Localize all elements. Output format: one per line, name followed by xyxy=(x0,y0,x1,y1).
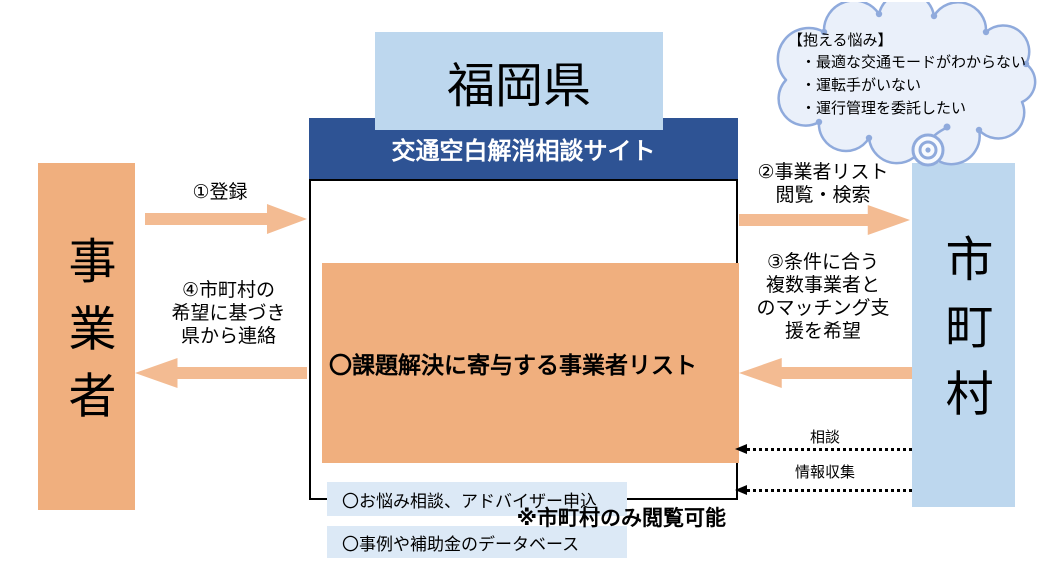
municipality-label: 市町村 xyxy=(937,234,991,436)
business-operator-label: 事業者 xyxy=(60,235,114,438)
flow2-browse-search-label: ②事業者リスト 閲覧・検索 xyxy=(757,162,889,206)
flow2-right-arrow-icon xyxy=(739,205,910,235)
advisor-application-row: 〇お悩み相談、アドバイザー申込 xyxy=(327,482,627,516)
municipality-box: 市町村 xyxy=(912,163,1015,507)
cloud-junction-dots-icon xyxy=(815,10,1030,142)
consultation-site-box: 交通空白解消相談サイト 〇課題解決に寄与する事業者リスト 〇お悩み相談、アドバイ… xyxy=(309,118,739,558)
flow1-right-arrow-icon xyxy=(145,204,307,234)
operator-list-label: 〇課題解決に寄与する事業者リスト xyxy=(329,352,697,378)
flow3-matching-request-label: ③条件に合う 複数事業者と のマッチング支 援を希望 xyxy=(756,252,890,342)
cloud-concerns-text: 【抱える悩み】 ・最適な交通モードがわからない ・運転手がいない ・運行管理を委… xyxy=(788,31,1034,120)
thought-cloud-icon xyxy=(776,2,1037,167)
site-body: 〇課題解決に寄与する事業者リスト 〇お悩み相談、アドバイザー申込 〇事例や補助金… xyxy=(309,179,739,558)
flow1-registration-label: ①登録 xyxy=(192,182,248,203)
left-arrowhead-icon xyxy=(735,485,747,495)
business-operator-box: 事業者 xyxy=(38,163,135,510)
information-gathering-label: 情報収集 xyxy=(794,464,855,481)
flow4-left-arrow-icon xyxy=(135,358,307,388)
flow4-prefecture-contact-label: ④市町村の 希望に基づき 県から連絡 xyxy=(171,280,286,347)
case-subsidy-database-row: 〇事例や補助金のデータベース xyxy=(327,526,627,558)
information-gathering-dotted-arrow-icon xyxy=(735,485,912,495)
cloud-title: 【抱える悩み】 xyxy=(788,32,893,49)
advisor-application-label: 〇お悩み相談、アドバイザー申込 xyxy=(342,491,597,511)
case-subsidy-database-label: 〇事例や補助金のデータベース xyxy=(342,534,580,554)
cloud-item: ・最適な交通モードがわからない xyxy=(801,54,1027,71)
site-title: 交通空白解消相談サイト xyxy=(391,138,656,165)
consultation-label: 相談 xyxy=(809,429,840,446)
flow3-left-arrow-icon xyxy=(739,358,912,388)
prefecture-box: 福岡県 xyxy=(375,32,663,130)
cloud-item: ・運行管理を委託したい xyxy=(801,100,967,117)
operator-list-panel: 〇課題解決に寄与する事業者リスト xyxy=(322,263,739,463)
left-arrowhead-icon xyxy=(735,444,747,454)
cloud-tail-spiral-icon xyxy=(911,123,951,167)
consultation-dotted-arrow-icon xyxy=(735,444,912,454)
cloud-item: ・運転手がいない xyxy=(801,77,922,94)
prefecture-label: 福岡県 xyxy=(446,60,591,113)
view-restriction-note: ※市町村のみ閲覧可能 xyxy=(516,507,726,530)
